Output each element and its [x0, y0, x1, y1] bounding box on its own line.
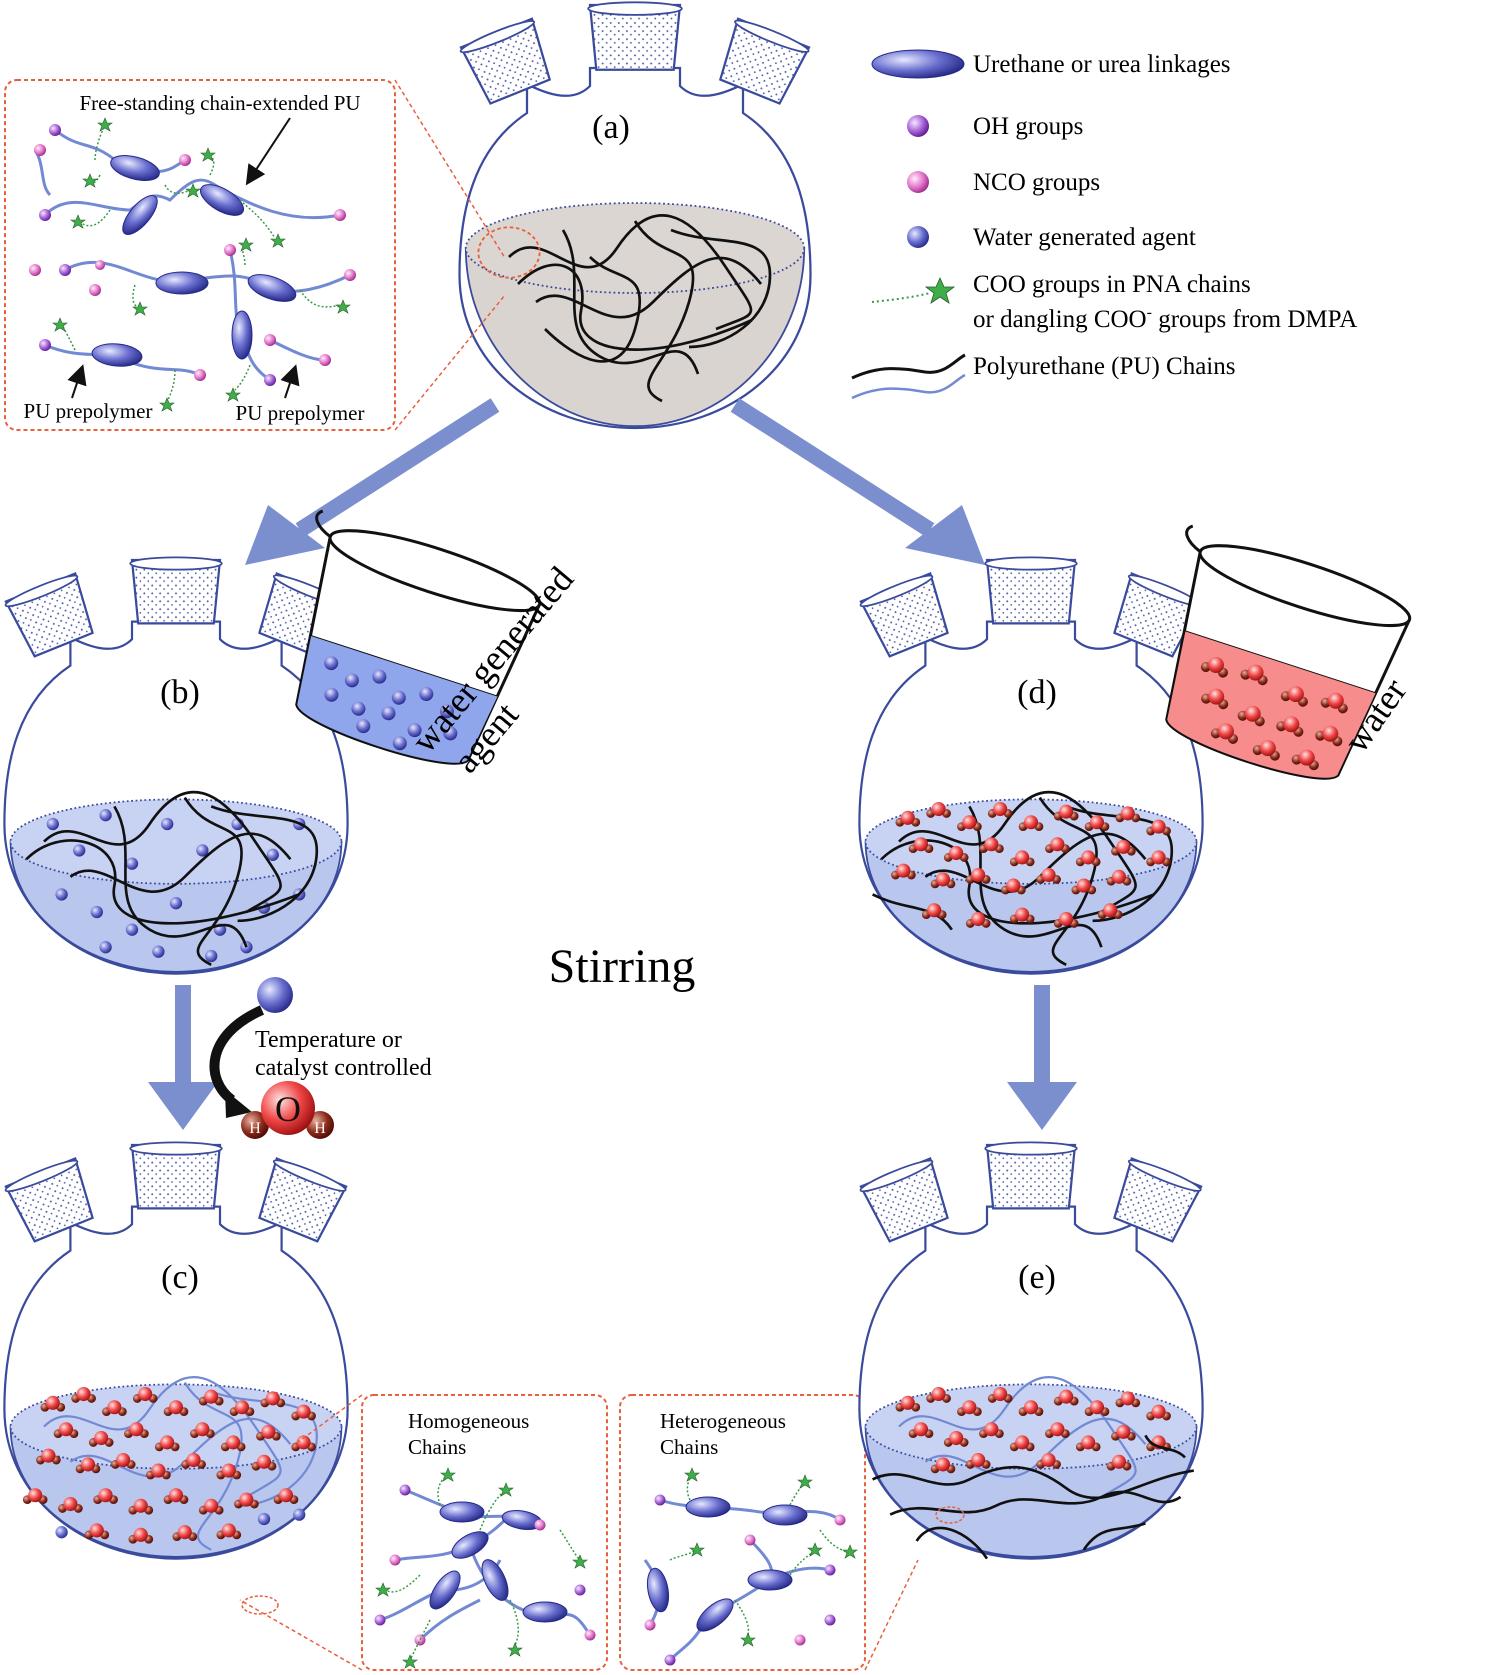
legend-agent-label: Water generated agent	[973, 224, 1196, 251]
flask-c	[2, 1141, 349, 1560]
arrow-d-to-e	[1007, 985, 1077, 1130]
legend-nco-swatch	[907, 171, 929, 193]
water-h-left-label: H	[249, 1120, 261, 1137]
arrow-b-to-c	[148, 985, 218, 1130]
legend-pu-blue	[851, 373, 966, 400]
reaction-condition	[209, 977, 334, 1139]
legend-coo-label-line1: COO groups in PNA chains	[973, 271, 1251, 298]
flask-d	[857, 556, 1204, 975]
inset-c-label-line1: Homogeneous	[408, 1409, 529, 1433]
inset-a-chains	[33, 128, 351, 382]
legend-pu-label: Polyurethane (PU) Chains	[973, 353, 1235, 380]
legend-pu-black	[851, 353, 966, 380]
inset-e-label-line2: Chains	[660, 1435, 718, 1459]
arrow-a-to-d	[730, 398, 985, 565]
legend-coo-label-line2: or dangling COO- groups from DMPA	[973, 304, 1357, 333]
legend-agent-swatch	[907, 226, 929, 248]
inset-a-title: Free-standing chain-extended PU	[79, 91, 360, 115]
curved-arrow-icon	[209, 1005, 265, 1105]
legend-oh-label: OH groups	[973, 113, 1083, 140]
legend-coo-star-icon	[924, 277, 956, 304]
inset-a	[4, 79, 506, 431]
flask-e-black-chains	[872, 1434, 1195, 1560]
pu-chains-a	[508, 214, 772, 403]
flask-a	[457, 1, 812, 430]
process-arrows	[148, 398, 1077, 1130]
flask-b-chains	[25, 790, 319, 966]
inset-c-label-line2: Chains	[408, 1435, 466, 1459]
flask-b	[2, 556, 349, 975]
inset-a-prepolymer-left: PU prepolymer	[24, 399, 153, 423]
inset-a-stars	[52, 117, 351, 412]
inset-e-label-line1: Heterogeneous	[660, 1409, 786, 1433]
inset-a-groups	[29, 124, 356, 386]
water-molecule-icon	[241, 1081, 334, 1139]
legend-coo-line	[871, 292, 931, 303]
flask-e-label: (e)	[1018, 1259, 1056, 1296]
arrow-a-to-b	[245, 398, 500, 565]
flask-e	[857, 1141, 1204, 1560]
inset-a-linkages	[91, 155, 297, 367]
beaker-left	[295, 509, 542, 765]
condition-line2: catalyst controlled	[255, 1055, 432, 1081]
flask-a-label: (a)	[592, 109, 630, 146]
flask-e-zoom-marker	[935, 1506, 965, 1524]
stirring-label: Stirring	[549, 940, 696, 993]
condition-line1: Temperature or	[255, 1027, 402, 1053]
inset-a-prepolymer-right: PU prepolymer	[236, 401, 365, 425]
inset-c	[239, 1394, 608, 1671]
legend-nco-label: NCO groups	[973, 169, 1100, 196]
flask-d-label: (d)	[1017, 674, 1057, 711]
legend-oh-swatch	[907, 115, 929, 137]
water-o-label: O	[275, 1089, 301, 1129]
flask-c-label: (c)	[161, 1259, 199, 1296]
legend-urethane-label: Urethane or urea linkages	[973, 51, 1231, 78]
agent-particle-icon	[257, 977, 293, 1013]
legend	[851, 49, 966, 400]
water-h-right-label: H	[314, 1120, 326, 1137]
beaker-right	[1165, 524, 1412, 780]
flask-b-label: (b)	[160, 674, 200, 711]
legend-urethane-swatch	[871, 49, 965, 79]
